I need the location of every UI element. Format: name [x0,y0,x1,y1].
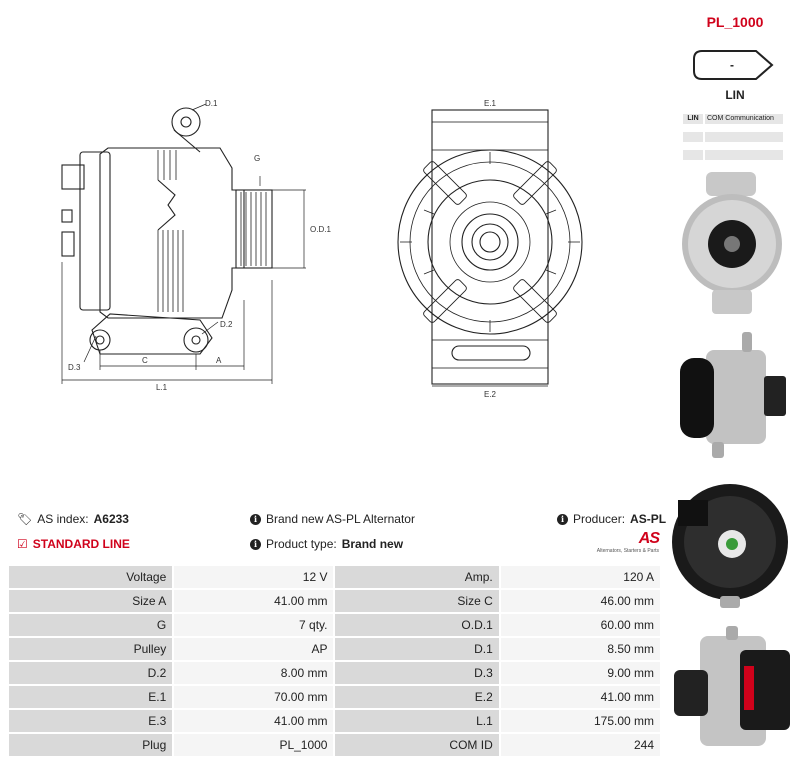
product-type-value: Brand new [341,537,404,551]
product-photo-front [682,172,782,314]
spec-label: E.2 [334,685,501,710]
label-od1: O.D.1 [310,225,331,234]
spec-value: 120 A [499,566,660,590]
as-index-label: AS index: [37,512,89,526]
plug-connector-icon: - [693,50,774,80]
pin-row [683,150,783,160]
product-photo-rear [672,484,788,608]
description: i Brand new AS-PL Alternator [250,512,415,526]
spec-value: 8.50 mm [499,637,660,662]
as-index: 🏷 AS index: A6233 [17,512,129,526]
side-view-body [99,147,245,319]
spec-value: 12 V [173,566,336,590]
spec-label: D.3 [334,661,501,686]
label-d3: D.3 [68,363,81,372]
standard-line: ☑ STANDARD LINE [17,537,130,551]
standard-line-label: STANDARD LINE [32,537,130,551]
technical-drawing: D.1 G O.D.1 D.2 D.3 C A L.1 E.1 E.2 [61,99,583,399]
spec-label: Voltage [9,566,175,590]
pin-symbol: - [730,58,734,72]
spec-label: D.1 [334,637,501,662]
brand-logo: AS Alternators, Starters & Parts [593,530,660,554]
label-l1: L.1 [156,383,168,392]
spec-value: 9.00 mm [499,661,660,686]
label-d1: D.1 [205,99,218,108]
spec-label: L.1 [334,709,501,734]
spec-value: PL_1000 [173,733,336,758]
spec-value: 41.00 mm [499,685,660,710]
logo-subtitle: Alternators, Starters & Parts [596,548,659,554]
label-a: A [216,356,222,365]
pin-cell [683,132,705,142]
label-e2: E.2 [484,390,497,399]
spec-label: Plug [9,733,175,758]
product-type-label: Product type: [266,537,337,551]
spec-label: D.2 [9,661,175,686]
spec-value: 175.00 mm [499,709,660,734]
pin-cell [683,150,705,160]
check-square-icon: ☑ [17,537,28,551]
logo-mark: AS [638,530,660,547]
product-photo-angle [674,626,790,746]
plug-pin-label: LIN [725,88,745,102]
info-icon: i [557,513,568,525]
plug-name: PL_1000 [706,14,764,30]
spec-value: AP [173,637,336,662]
pin-row: LIN COM Communication [683,114,783,124]
spec-value: 7 qty. [173,613,336,638]
product-type: i Product type: Brand new [250,537,403,551]
pin-function-cell [705,132,783,142]
as-index-value: A6233 [93,512,129,526]
info-icon: i [250,513,261,525]
pin-function-cell [705,150,783,160]
spec-value: 41.00 mm [173,709,336,734]
spec-label: Size A [9,589,175,614]
spec-value: 46.00 mm [499,589,660,614]
producer: i Producer: AS-PL [557,512,666,526]
spec-label: E.1 [9,685,175,710]
spec-label: Pulley [9,637,175,662]
spec-label: COM ID [334,733,501,758]
spec-value: 60.00 mm [499,613,660,638]
spec-label: G [9,613,175,638]
pin-table: LIN COM Communication [683,114,783,168]
spec-value: 70.00 mm [173,685,336,710]
spec-value: 244 [499,733,660,758]
product-photo-side [680,332,786,458]
pin-cell: LIN [683,114,705,124]
description-text: Brand new AS-PL Alternator [266,512,415,526]
label-g: G [254,154,260,163]
spec-value: 8.00 mm [173,661,336,686]
label-d2: D.2 [220,320,233,329]
spec-label: O.D.1 [334,613,501,638]
label-c: C [142,356,148,365]
producer-label: Producer: [573,512,626,526]
spec-value: 41.00 mm [173,589,336,614]
spec-label: E.3 [9,709,175,734]
front-view-frame [431,109,549,385]
spec-label: Amp. [334,566,501,590]
pin-row [683,132,783,142]
spec-label: Size C [334,589,501,614]
tags-icon: 🏷 [17,512,33,526]
producer-value: AS-PL [630,512,667,526]
pin-function-cell: COM Communication [705,114,783,124]
info-icon: i [250,538,261,550]
label-e1: E.1 [484,99,497,108]
